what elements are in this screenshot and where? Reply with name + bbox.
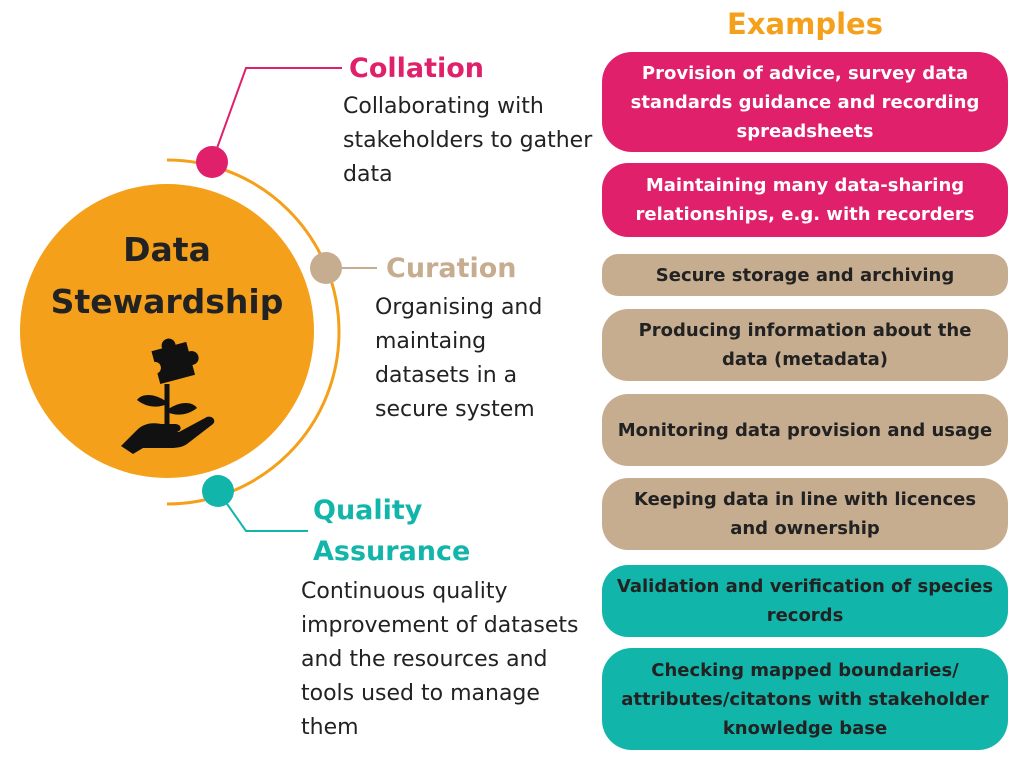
example-item: Monitoring data provision and usage [602, 394, 1008, 466]
example-item: Secure storage and archiving [602, 254, 1008, 296]
example-item: Keeping data in line with licences and o… [602, 478, 1008, 550]
hub-title: Data Stewardship [20, 224, 314, 328]
collation-connector [211, 67, 342, 163]
collation-title: Collation [349, 53, 485, 84]
quality-assurance-connector [217, 490, 308, 532]
collation-dot [196, 146, 228, 178]
quality-assurance-title: Quality Assurance [313, 495, 471, 567]
collation-description: Collaborating with stakeholders to gathe… [343, 94, 593, 187]
curation-dot [310, 252, 342, 284]
quality-assurance-dot [202, 475, 234, 507]
quality-assurance-description: Continuous quality improvement of datase… [301, 579, 579, 740]
hub-title-line-2: Stewardship [50, 282, 284, 321]
curation-description: Organising and maintaing datasets in a s… [375, 295, 543, 422]
example-item: Provision of advice, survey data standar… [602, 52, 1008, 152]
data-stewardship-hub: Data Stewardship [20, 184, 314, 478]
example-item: Validation and verification of species r… [602, 565, 1008, 637]
example-item: Checking mapped boundaries/ attributes/c… [602, 648, 1008, 750]
hand-holding-plant-puzzle-icon [121, 338, 215, 454]
hub-title-line-1: Data [123, 230, 211, 269]
examples-heading: Examples [727, 7, 883, 41]
example-item: Producing information about the data (me… [602, 309, 1008, 381]
example-item: Maintaining many data-sharing relationsh… [602, 163, 1008, 237]
outer-ring-arc [166, 158, 341, 506]
curation-title: Curation [386, 253, 517, 284]
